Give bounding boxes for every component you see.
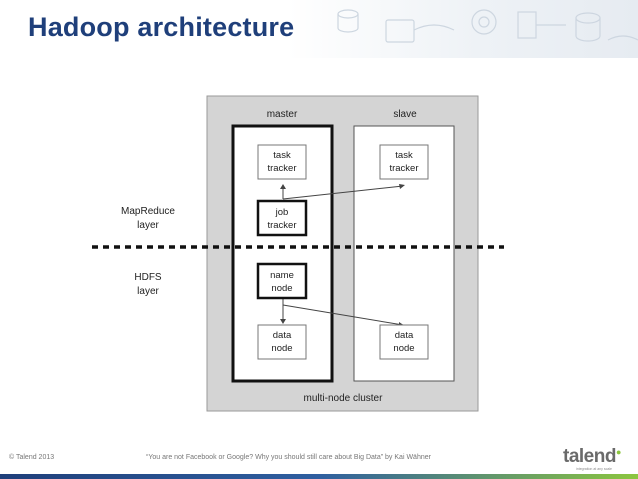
master-data-node-line2: node [271,343,292,354]
master-task-tracker-line2: tracker [267,163,296,174]
slide-header: Hadoop architecture [0,0,638,58]
slave-column-label: slave [393,109,417,120]
bottom-accent-bar [0,474,638,479]
talend-logo: talend● [563,446,621,468]
name-node-line1: name [270,270,294,281]
master-data-node-line1: data [273,330,292,341]
footer-quote: “You are not Facebook or Google? Why you… [146,454,431,461]
job-tracker-line1: job [275,207,289,218]
hdfs-layer-label-line2: layer [137,286,159,297]
connector-name-to-slave-data [282,304,404,326]
name-node-line2: node [271,283,292,294]
hdfs-layer-label-line1: HDFS [134,272,162,283]
slide-title: Hadoop architecture [28,12,295,42]
arrowhead-master-task [280,184,286,189]
talend-logo-mark-icon: ● [615,447,621,457]
talend-logo-text: talend [563,446,616,467]
slave-data-node-box [379,324,429,360]
master-column-label: master [267,109,298,120]
job-tracker-line2: tracker [267,220,296,231]
slave-data-node-line2: node [393,343,414,354]
slide-footer: © Talend 2013 “You are not Facebook or G… [0,436,638,479]
job-tracker-box [256,199,308,237]
master-task-tracker-box [257,144,307,180]
arrowhead-slave-task [399,184,405,189]
connector-job-to-slave-task [282,185,404,200]
slave-data-node-line1: data [395,330,414,341]
hadoop-architecture-diagram: master slave task tracker task tracker j… [92,95,504,412]
name-node-box [256,262,308,300]
arrowhead-master-data [280,319,286,324]
multi-node-cluster-label: multi-node cluster [304,393,384,404]
mapreduce-layer-label-line2: layer [137,220,159,231]
master-task-tracker-line1: task [273,150,291,161]
master-data-node-box [257,324,307,360]
slave-task-tracker-line2: tracker [389,163,418,174]
mapreduce-layer-label-line1: MapReduce [121,206,175,217]
slave-task-tracker-box [379,144,429,180]
footer-copyright: © Talend 2013 [9,454,55,461]
talend-logo-tagline: integration at any scale [576,467,612,471]
header-decoration-icon [337,9,638,43]
slave-task-tracker-line1: task [395,150,413,161]
